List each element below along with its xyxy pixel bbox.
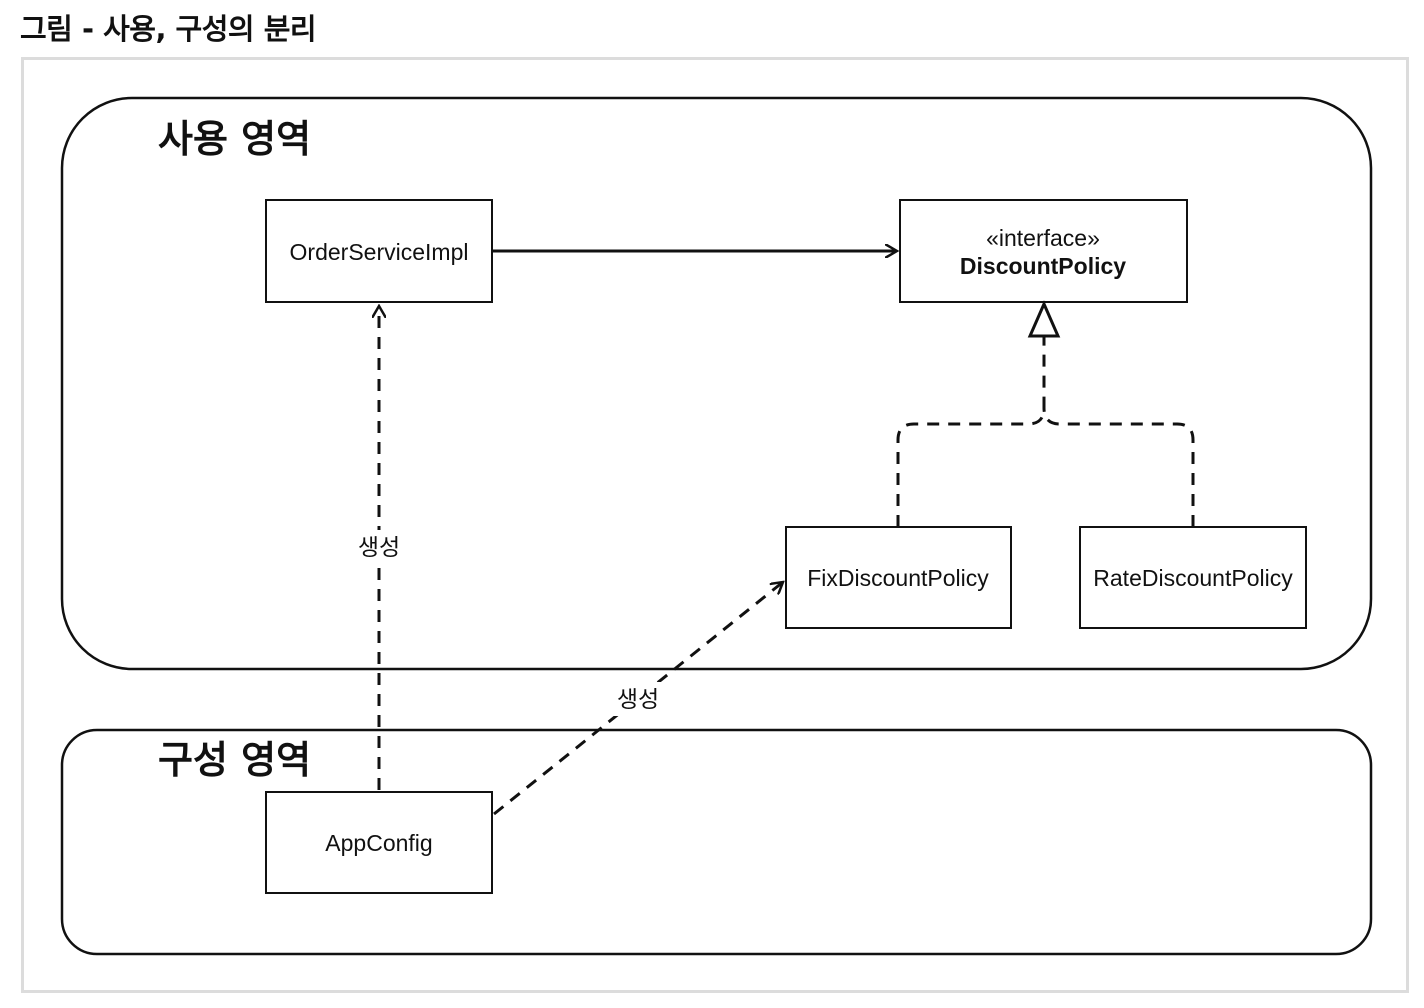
usage-region bbox=[60, 96, 1373, 671]
order-service-impl-node[interactable]: OrderServiceImpl bbox=[265, 199, 493, 303]
fix-discount-policy-label: FixDiscountPolicy bbox=[807, 565, 989, 591]
discount-policy-stereotype: «interface» bbox=[986, 225, 1100, 251]
discount-policy-node[interactable]: «interface» DiscountPolicy bbox=[899, 199, 1188, 303]
realization-line-rate bbox=[1042, 407, 1195, 527]
rate-discount-policy-node[interactable]: RateDiscountPolicy bbox=[1079, 526, 1307, 629]
create-order-service-label-bg bbox=[352, 530, 406, 564]
app-config-node[interactable]: AppConfig bbox=[265, 791, 493, 894]
create-fix-discount-label: 생성 bbox=[617, 687, 659, 713]
create-fix-discount-label-bg bbox=[611, 682, 665, 716]
realization-triangle-icon bbox=[1027, 300, 1061, 338]
discount-policy-label: DiscountPolicy bbox=[960, 253, 1126, 279]
diagram-frame bbox=[21, 57, 1409, 993]
config-region-label: 구성 영역 bbox=[158, 738, 311, 782]
config-region bbox=[60, 728, 1373, 956]
app-config-label: AppConfig bbox=[325, 830, 432, 856]
rate-discount-policy-label: RateDiscountPolicy bbox=[1093, 565, 1293, 591]
order-service-impl-label: OrderServiceImpl bbox=[290, 239, 469, 265]
fix-discount-policy-node[interactable]: FixDiscountPolicy bbox=[785, 526, 1012, 629]
create-order-service-label: 생성 bbox=[358, 535, 400, 561]
realization-line-fix bbox=[896, 336, 1046, 527]
usage-region-label: 사용 영역 bbox=[158, 117, 311, 161]
page-title: 그림 - 사용, 구성의 분리 bbox=[20, 12, 317, 46]
